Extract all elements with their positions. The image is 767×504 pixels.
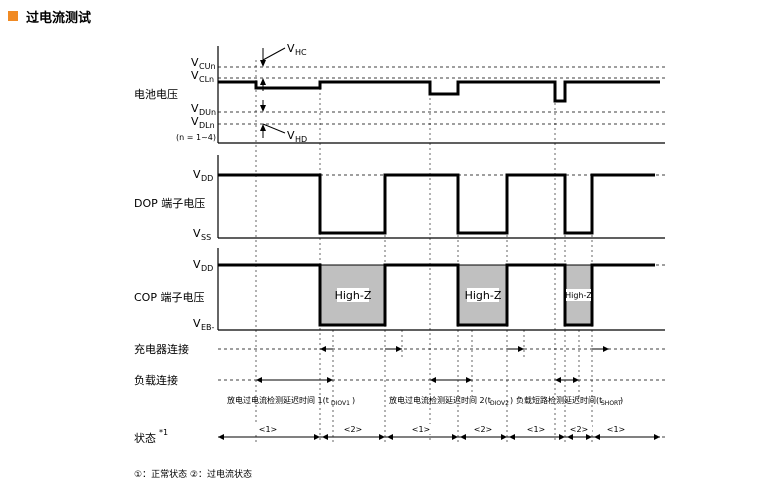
svg-text:<2>: <2>: [570, 425, 589, 434]
svg-text:HD: HD: [295, 135, 307, 144]
vcun-label: V: [191, 56, 199, 69]
state-label-sup: *1: [159, 428, 168, 437]
charger-arrows: [320, 346, 609, 352]
highz-label-bg-3: [566, 289, 591, 301]
svg-text:放电过电流检测延迟时间 1(t: 放电过电流检测延迟时间 1(t: [227, 395, 329, 405]
highz-label-1: High-Z: [335, 289, 372, 302]
svg-text:V: V: [287, 42, 295, 55]
svg-text:<2>: <2>: [344, 425, 363, 434]
svg-text:DD: DD: [201, 174, 213, 183]
footnote: ①：正常状态 ②：过电流状态: [134, 468, 252, 480]
page-header: 过电流测试: [8, 8, 92, 26]
vcln-label: V: [191, 69, 199, 82]
vdln-label: V: [191, 115, 199, 128]
cop-vdd-label: V: [193, 258, 201, 271]
svg-text:): ): [620, 396, 623, 405]
cop-waveform: [218, 263, 655, 327]
svg-text:放电过电流检测延迟时间 2(t: 放电过电流检测延迟时间 2(t: [389, 395, 491, 405]
svg-text:V: V: [287, 129, 295, 142]
highz-label-3: High-Z: [565, 291, 592, 300]
svg-text:DIOV2: DIOV2: [490, 400, 509, 407]
time-markers: [255, 60, 593, 442]
vhd-marker: V HD: [260, 100, 307, 144]
svg-text:HC: HC: [295, 48, 307, 57]
page-title: 过电流测试: [26, 10, 92, 26]
svg-text:SHORT: SHORT: [601, 400, 622, 407]
svg-text:DD: DD: [201, 264, 213, 273]
svg-text:DIOV1: DIOV1: [331, 400, 350, 407]
svg-text:DLn: DLn: [199, 121, 215, 130]
highz-label-2: High-Z: [465, 289, 502, 302]
delay-labels: 放电过电流检测延迟时间 1(t DIOV1 ) 放电过电流检测延迟时间 2(t …: [227, 395, 623, 407]
battery-waveform: [218, 80, 660, 103]
charger-label: 充电器连接: [134, 342, 189, 356]
load-arrows: [256, 377, 579, 383]
cop-veb-label: V: [193, 317, 201, 330]
svg-text:负载短路检测延迟时间(t: 负载短路检测延迟时间(t: [516, 395, 602, 405]
state-label: 状态: [134, 431, 156, 445]
svg-text:<2>: <2>: [474, 425, 493, 434]
svg-text:CUn: CUn: [199, 62, 216, 71]
dop-vss-label: V: [193, 227, 201, 240]
state-arrows: [218, 434, 660, 440]
dop-label: DOP 端子电压: [134, 197, 205, 210]
svg-text:EB-: EB-: [201, 323, 215, 332]
dop-waveform: [218, 173, 655, 235]
svg-text:<1>: <1>: [607, 425, 626, 434]
svg-text:DUn: DUn: [199, 108, 216, 117]
svg-text:<1>: <1>: [259, 425, 278, 434]
cop-label: COP 端子电压: [134, 291, 204, 304]
header-bullet-icon: [8, 11, 18, 21]
svg-text:<1>: <1>: [527, 425, 546, 434]
load-label: 负载连接: [134, 373, 178, 387]
highz-label-bg-1: [337, 288, 369, 302]
svg-text:): ): [352, 396, 355, 405]
svg-text:<1>: <1>: [412, 425, 431, 434]
dop-vdd-label: V: [193, 168, 201, 181]
state-segment-labels: <1> <2> <1> <2> <1> <2> <1>: [255, 424, 629, 434]
n-note: (n = 1~4): [176, 133, 216, 142]
battery-label: 电池电压: [134, 88, 178, 101]
vdun-label: V: [191, 102, 199, 115]
vhc-marker: V HC: [260, 42, 307, 91]
svg-text:SS: SS: [201, 233, 211, 242]
svg-text:): ): [510, 396, 513, 405]
highz-label-bg-2: [467, 288, 499, 302]
svg-text:CLn: CLn: [199, 75, 214, 84]
